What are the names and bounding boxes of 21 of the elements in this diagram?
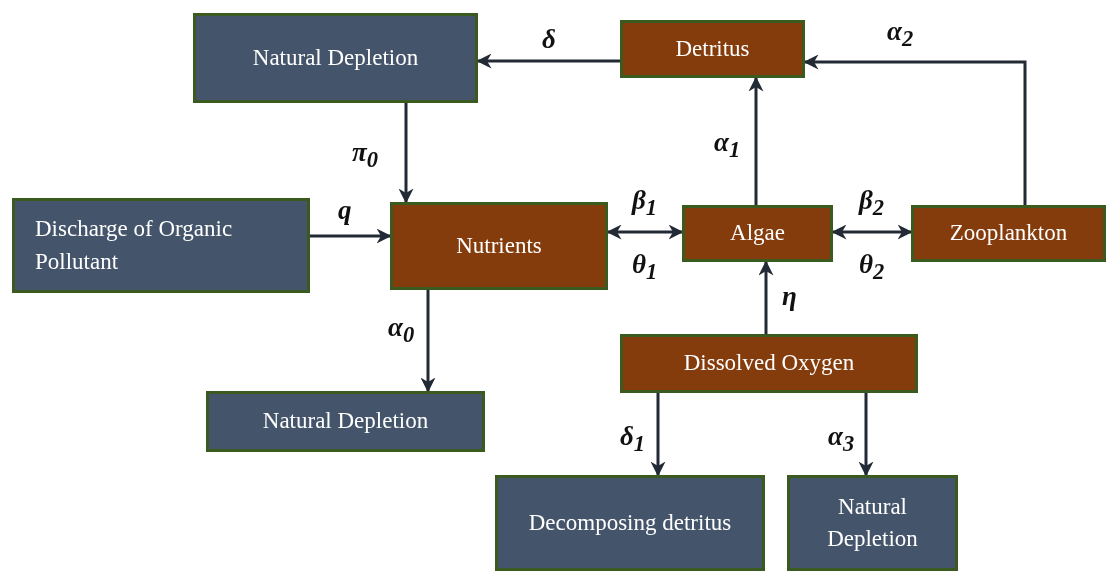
arrow <box>310 228 392 244</box>
arrow <box>831 224 913 240</box>
arrow <box>803 54 1027 205</box>
compartment-box: Dissolved Oxygen <box>620 334 918 393</box>
arrow <box>476 53 620 69</box>
arrow <box>748 76 764 205</box>
arrow <box>650 393 666 477</box>
depletion-box: Discharge of Organic Pollutant <box>12 198 310 293</box>
arrow <box>858 393 874 477</box>
depletion-box: Natural Depletion <box>193 13 478 103</box>
depletion-box: Decomposing detritus <box>495 475 765 571</box>
compartment-box: Zooplankton <box>911 205 1106 262</box>
depletion-box: Natural Depletion <box>787 475 958 571</box>
depletion-box: Natural Depletion <box>206 391 485 452</box>
arrow <box>606 224 684 240</box>
arrow <box>420 290 436 393</box>
arrow <box>758 260 774 334</box>
arrow <box>398 103 414 204</box>
compartment-box: Algae <box>682 205 833 262</box>
compartment-box: Nutrients <box>390 202 608 290</box>
compartment-box: Detritus <box>620 20 805 78</box>
